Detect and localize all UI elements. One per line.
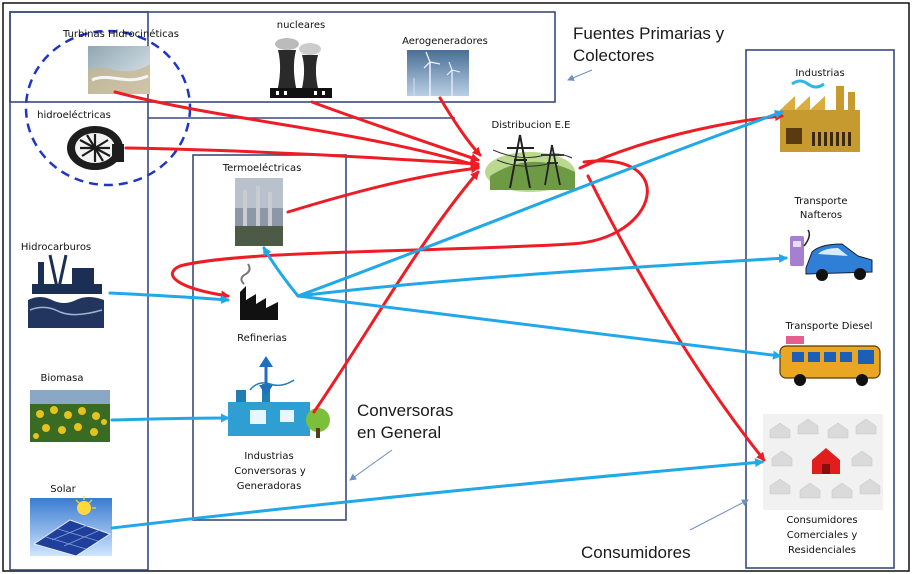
sunflower-field-photo-icon xyxy=(30,390,110,442)
label-industrias-conv-2: Conversoras y xyxy=(234,466,306,477)
title-consumidores: Consumidores xyxy=(581,543,691,562)
wind-turbines-photo-icon xyxy=(407,50,469,96)
bus-icon xyxy=(779,336,881,386)
power-lines-icon xyxy=(485,134,575,192)
consumidores-box xyxy=(745,49,895,569)
label-consumidores-2: Comerciales y xyxy=(786,530,858,541)
car-fuel-pump-icon xyxy=(790,229,873,281)
oil-platform-icon xyxy=(28,254,104,328)
flow-nucleares-to-distribucion xyxy=(310,100,480,162)
flow-refinerias-to-transporte-diesel xyxy=(296,294,782,360)
callout-consumidores xyxy=(689,499,749,531)
title-conversoras-1: Conversoras xyxy=(357,401,454,420)
label-transporte-nafteros-1: Transporte xyxy=(794,196,848,207)
label-refinerias: Refinerias xyxy=(237,333,287,344)
flow-refinerias-to-transporte-nafteros xyxy=(296,253,788,298)
thermal-plant-photo-icon xyxy=(235,178,283,246)
flow-distribucion-to-refinerias-loop xyxy=(170,159,649,300)
flow-termoelectricas-to-distribucion xyxy=(286,164,480,214)
flow-refinerias-to-termoelectricas xyxy=(262,246,300,298)
label-aerogeneradores: Aerogeneradores xyxy=(402,36,488,47)
label-hidrocarburos: Hidrocarburos xyxy=(20,242,92,253)
label-biomasa: Biomasa xyxy=(40,373,84,384)
label-nucleares: nucleares xyxy=(276,20,326,31)
flow-hidroelectricas-to-distribucion xyxy=(124,146,480,169)
label-transporte-diesel: Transporte Diesel xyxy=(785,321,873,332)
industrial-complex-icon xyxy=(228,379,330,438)
houses-icon xyxy=(763,414,883,510)
label-transporte-nafteros-2: Nafteros xyxy=(799,210,843,221)
label-hidroelectricas: hidroeléctricas xyxy=(37,110,111,121)
callout-conversoras xyxy=(349,449,393,481)
flow-aerogeneradores-to-distribucion xyxy=(438,96,482,157)
river-photo-icon xyxy=(88,46,150,94)
flow-hidrocarburos-to-refinerias xyxy=(108,291,230,304)
flow-turbinas-to-distribucion xyxy=(113,90,480,169)
label-consumidores-3: Residenciales xyxy=(787,545,857,556)
title-fuentes-2: Colectores xyxy=(573,46,655,65)
sources-column-box xyxy=(9,11,149,571)
callout-fuentes xyxy=(567,69,593,81)
refinery-icon xyxy=(240,263,278,320)
label-turbinas: Turbinas Hidrocinéticas xyxy=(63,29,179,40)
title-conversoras-2: en General xyxy=(357,423,442,442)
double-arrow-refineria-industrias xyxy=(259,356,273,396)
flow-refinerias-to-industrias xyxy=(296,110,784,298)
flow-solar-to-consumidores xyxy=(110,458,764,530)
label-consumidores-1: Consumidores xyxy=(786,515,858,526)
factory-icon xyxy=(780,79,860,152)
label-termoelectricas: Termoeléctricas xyxy=(222,163,302,174)
label-distribucion: Distribucion E.E xyxy=(491,120,571,131)
label-industrias: Industrias xyxy=(795,68,845,79)
title-fuentes-1: Fuentes Primarias y xyxy=(573,24,725,43)
hydroelectric-turbine-icon xyxy=(67,126,124,170)
flow-distribucion-to-consumidores xyxy=(586,174,766,462)
conversoras-box xyxy=(192,154,347,521)
label-industrias-conv-3: Generadoras xyxy=(236,481,302,492)
flow-distribucion-to-industrias xyxy=(578,112,784,170)
nuclear-plant-icon xyxy=(270,38,332,98)
solar-panel-icon xyxy=(30,496,112,557)
label-solar: Solar xyxy=(50,484,76,495)
label-industrias-conv-1: Industrias xyxy=(244,451,294,462)
flow-biomasa-to-industrias xyxy=(110,413,230,423)
